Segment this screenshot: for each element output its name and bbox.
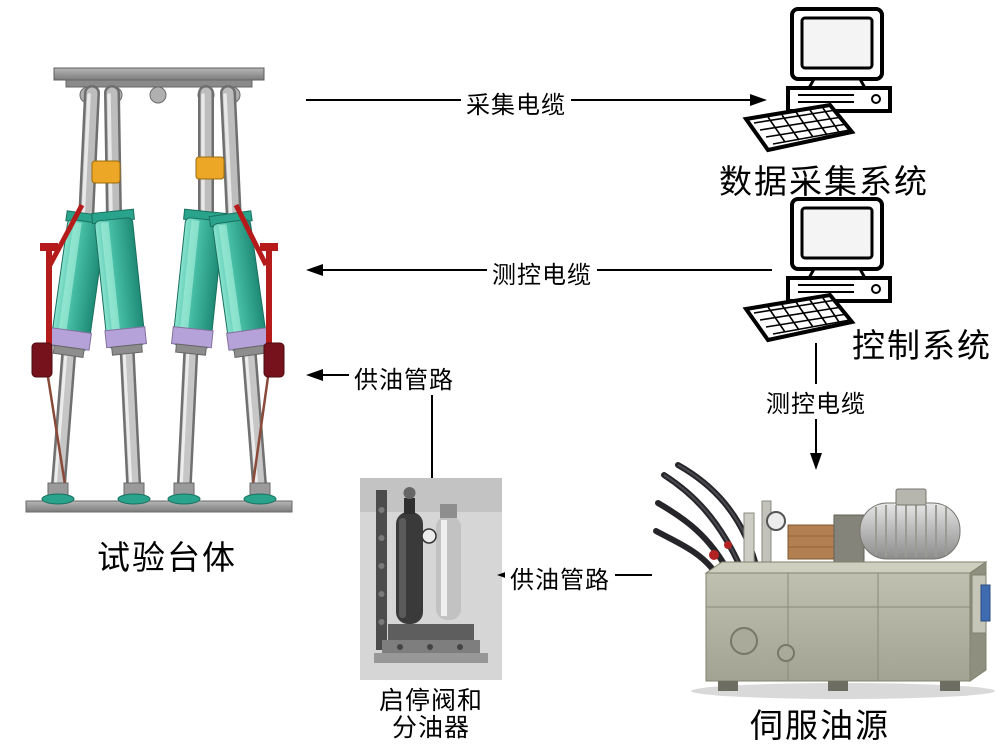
rig-tie-rods bbox=[46, 376, 270, 492]
acquisition-cable-label: 采集电缆 bbox=[461, 85, 571, 120]
valve-knob bbox=[724, 541, 732, 549]
rig-top-plate bbox=[53, 67, 265, 81]
heat-exchanger-block bbox=[787, 524, 837, 560]
rig-top-joints bbox=[79, 86, 241, 104]
data-acquisition-computer bbox=[742, 6, 897, 154]
mount-rail bbox=[376, 490, 387, 650]
oil-supply-upper-label: 供油管路 bbox=[349, 360, 459, 395]
test-platform-image bbox=[8, 55, 308, 513]
control-cable-vertical-label: 测控电缆 bbox=[761, 384, 871, 419]
rig-orange-mounts bbox=[91, 156, 225, 184]
computer-icon bbox=[742, 7, 892, 153]
valve-distributor-label-line2: 分油器 bbox=[391, 715, 471, 742]
arrowhead-right-icon bbox=[750, 94, 767, 106]
servo-oil-source-image bbox=[648, 455, 995, 701]
monitor-icon bbox=[786, 197, 892, 303]
manifold-blocks bbox=[374, 624, 488, 663]
test-rig-illustration bbox=[25, 67, 293, 513]
keyboard-icon bbox=[742, 102, 856, 153]
rig-red-bars bbox=[31, 203, 285, 378]
control-cable-label: 测控电缆 bbox=[487, 255, 597, 290]
hydraulic-hoses bbox=[653, 462, 761, 580]
pressure-gauge-icon bbox=[766, 511, 786, 531]
valve-distributor-label-line1: 启停阀和 bbox=[378, 688, 484, 715]
rig-piston-rods bbox=[50, 340, 268, 499]
rig-bottom-plate bbox=[25, 500, 293, 513]
rig-feet bbox=[47, 482, 271, 496]
dark-accumulator-cylinder bbox=[396, 487, 423, 624]
servo-oil-source-label: 伺服油源 bbox=[750, 709, 890, 745]
rig-upper-struts bbox=[78, 85, 242, 229]
oil-supply-lower-label: 供油管路 bbox=[505, 560, 615, 595]
test-platform-label: 试验台体 bbox=[97, 541, 237, 577]
pump-bell-housing bbox=[833, 514, 865, 564]
computer-icon bbox=[742, 197, 892, 343]
blue-fixture bbox=[980, 584, 991, 622]
arrowhead-down-icon bbox=[810, 453, 822, 470]
pressure-gauge-icon bbox=[421, 528, 437, 544]
arrowhead-left-icon bbox=[306, 369, 323, 381]
valve-knob bbox=[709, 550, 719, 560]
hydraulic-cylinders bbox=[46, 208, 272, 359]
hydraulic-power-unit-illustration bbox=[653, 462, 995, 699]
data-acquisition-label: 数据采集系统 bbox=[719, 165, 929, 201]
edge-line-oil-supply-upper-vertical bbox=[431, 374, 433, 478]
monitor-icon bbox=[786, 7, 892, 113]
arrowhead-left-icon bbox=[306, 264, 323, 276]
oil-tank bbox=[704, 561, 988, 682]
keyboard-icon bbox=[742, 292, 856, 343]
control-system-computer bbox=[742, 196, 897, 344]
bright-accumulator-cylinder bbox=[436, 504, 461, 620]
electric-motor bbox=[859, 488, 961, 560]
valve-distributor-image bbox=[360, 478, 502, 680]
valve-distributor-illustration bbox=[360, 478, 502, 680]
control-system-label: 控制系统 bbox=[852, 329, 992, 365]
